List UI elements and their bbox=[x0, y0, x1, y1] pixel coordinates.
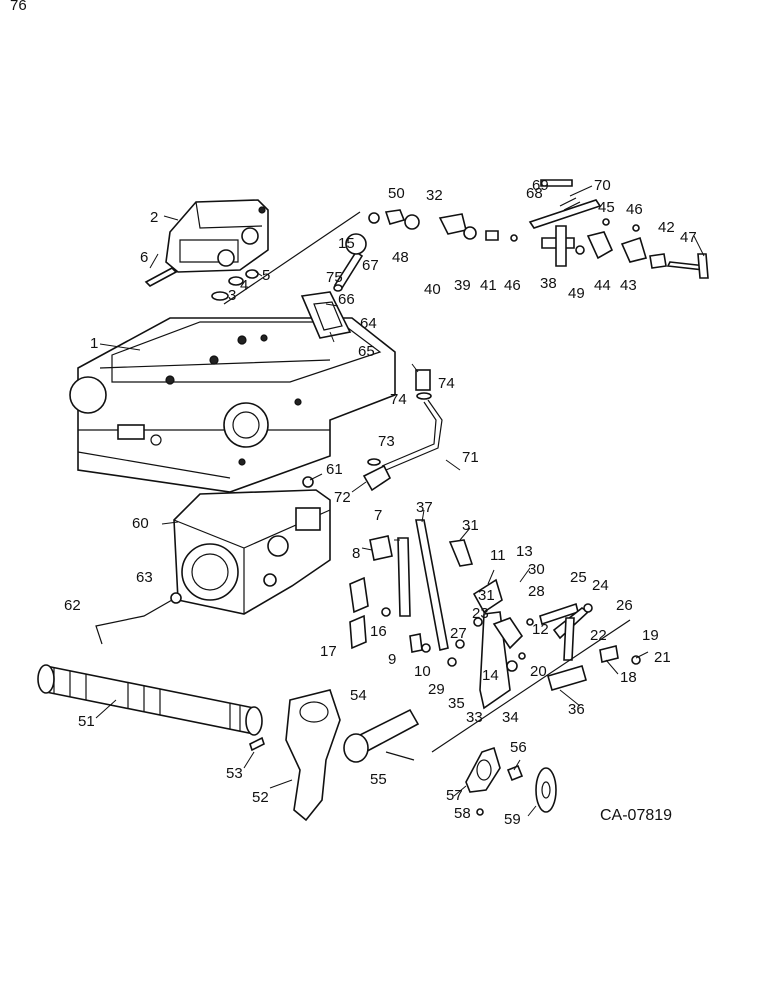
callout-38: 38 bbox=[540, 275, 557, 292]
callout-71: 71 bbox=[462, 449, 479, 466]
callout-51: 51 bbox=[78, 713, 95, 730]
part-61-rear-housing bbox=[173, 476, 331, 615]
callout-46: 46 bbox=[504, 277, 521, 294]
callout-11: 11 bbox=[490, 547, 506, 564]
part-52-shaft bbox=[37, 664, 263, 736]
callout-28: 28 bbox=[528, 583, 545, 600]
callout-46: 46 bbox=[626, 201, 643, 218]
callout-20: 20 bbox=[530, 663, 547, 680]
callout-18: 18 bbox=[620, 669, 637, 686]
leader-lines bbox=[95, 185, 705, 817]
callout-33: 33 bbox=[466, 709, 483, 726]
callout-26: 26 bbox=[616, 597, 633, 614]
callout-56: 56 bbox=[510, 739, 527, 756]
part-63-64-rod bbox=[95, 592, 182, 645]
callout-49: 49 bbox=[568, 285, 585, 302]
callout-6: 6 bbox=[140, 249, 148, 266]
callout-52: 52 bbox=[252, 789, 269, 806]
callout-53: 53 bbox=[226, 765, 243, 782]
callout-55: 55 bbox=[370, 771, 387, 788]
callout-37: 37 bbox=[416, 499, 433, 516]
callout-74: 74 bbox=[390, 391, 407, 408]
callout-39: 39 bbox=[454, 277, 471, 294]
callout-62: 62 bbox=[64, 597, 81, 614]
part-65-66-cover-plate bbox=[300, 284, 352, 339]
callout-23: 23 bbox=[472, 605, 489, 622]
callout-10: 10 bbox=[414, 663, 431, 680]
callout-4: 4 bbox=[240, 277, 248, 294]
callout-65: 65 bbox=[358, 343, 375, 360]
callout-16: 16 bbox=[370, 623, 387, 640]
callout-labels: 1234567891011121314151617181920212223242… bbox=[10, 0, 697, 828]
callout-13: 13 bbox=[516, 543, 533, 560]
part-57-58-59-60-cam-disc bbox=[465, 746, 557, 816]
callout-66: 66 bbox=[338, 291, 355, 308]
callout-42: 42 bbox=[658, 219, 675, 236]
callout-29: 29 bbox=[428, 681, 445, 698]
callout-8: 8 bbox=[352, 545, 360, 562]
callout-64: 64 bbox=[360, 315, 377, 332]
callout-32: 32 bbox=[426, 187, 443, 204]
callout-57: 57 bbox=[446, 787, 463, 804]
callout-61: 61 bbox=[326, 461, 343, 478]
callout-24: 24 bbox=[592, 577, 609, 594]
callout-30: 30 bbox=[528, 561, 545, 578]
callout-27: 27 bbox=[450, 625, 467, 642]
callout-7: 7 bbox=[374, 507, 382, 524]
callout-59: 59 bbox=[504, 811, 521, 828]
callout-45: 45 bbox=[598, 199, 615, 216]
callout-70: 70 bbox=[594, 177, 611, 194]
callout-21: 21 bbox=[654, 649, 671, 666]
callout-31: 31 bbox=[478, 587, 495, 604]
callout-3: 3 bbox=[228, 287, 236, 304]
drawing-code: CA-07819 bbox=[600, 807, 672, 824]
callout-2: 2 bbox=[150, 209, 158, 226]
callout-60: 60 bbox=[132, 515, 149, 532]
callout-31: 31 bbox=[462, 517, 479, 534]
part-1-housing bbox=[69, 317, 396, 493]
callout-72: 72 bbox=[334, 489, 351, 506]
part-72-73-74-75-tube-fittings bbox=[362, 369, 443, 492]
callout-50: 50 bbox=[388, 185, 405, 202]
callout-44: 44 bbox=[594, 277, 611, 294]
callout-76: 76 bbox=[10, 0, 27, 14]
part-55-56-sleeve bbox=[249, 708, 420, 763]
callout-14: 14 bbox=[482, 667, 499, 684]
part-2-valve-block bbox=[165, 199, 269, 273]
callout-73: 73 bbox=[378, 433, 395, 450]
part-53-lift-arm bbox=[285, 689, 341, 822]
callout-12: 12 bbox=[532, 621, 549, 638]
callout-41: 41 bbox=[480, 277, 497, 294]
callout-74: 74 bbox=[438, 375, 455, 392]
callout-17: 17 bbox=[320, 643, 337, 660]
callout-75: 75 bbox=[326, 269, 343, 286]
linkage-cluster bbox=[349, 519, 641, 753]
callout-25: 25 bbox=[570, 569, 587, 586]
callout-34: 34 bbox=[502, 709, 519, 726]
callout-35: 35 bbox=[448, 695, 465, 712]
callout-48: 48 bbox=[392, 249, 409, 266]
callout-1: 1 bbox=[90, 335, 98, 352]
callout-69: 69 bbox=[532, 177, 549, 194]
callout-9: 9 bbox=[388, 651, 396, 668]
part-3-4-5-6-hardware bbox=[144, 267, 259, 301]
callout-68: 68 bbox=[526, 185, 543, 202]
callout-47: 47 bbox=[680, 229, 697, 246]
callout-19: 19 bbox=[642, 627, 659, 644]
part-39-40-42-45-44-43-48-linkage bbox=[463, 179, 709, 279]
callout-67: 67 bbox=[362, 257, 379, 274]
callout-40: 40 bbox=[424, 281, 441, 298]
callout-54: 54 bbox=[350, 687, 367, 704]
callout-43: 43 bbox=[620, 277, 637, 294]
callout-63: 63 bbox=[136, 569, 153, 586]
callout-5: 5 bbox=[262, 267, 270, 284]
callout-36: 36 bbox=[568, 701, 585, 718]
callout-15: 15 bbox=[338, 235, 355, 252]
callout-22: 22 bbox=[590, 627, 607, 644]
callout-58: 58 bbox=[454, 805, 471, 822]
